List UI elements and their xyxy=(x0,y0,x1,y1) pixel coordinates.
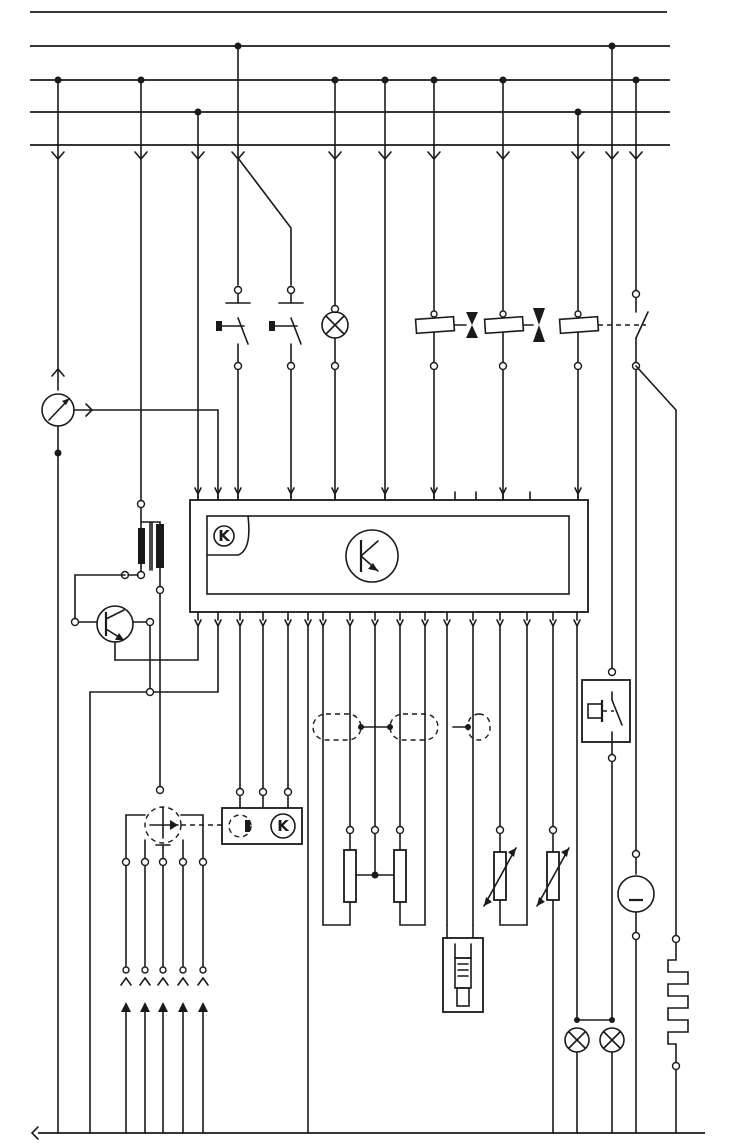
gauge-meter xyxy=(41,367,219,1134)
heater-element xyxy=(667,934,689,1134)
distributor-assembly xyxy=(125,785,222,859)
solenoid-valve-2 xyxy=(483,308,545,501)
ecu-output-wires xyxy=(307,625,578,1134)
relay-coil xyxy=(558,310,646,501)
ecu-k-label: K xyxy=(218,527,231,545)
supply-bus-rails xyxy=(30,11,670,146)
fixed-resistors xyxy=(322,825,426,926)
variable-resistors xyxy=(483,825,570,1134)
bus-risers xyxy=(57,45,637,671)
speed-sensor-unit: K xyxy=(221,625,303,845)
solenoid-valve-1 xyxy=(414,310,478,501)
fuel-pump-motor xyxy=(617,849,655,1134)
relay-contact xyxy=(631,289,677,936)
transistor-switch xyxy=(70,605,219,1134)
sensor-k-label: K xyxy=(277,817,290,835)
shielded-cable-markers xyxy=(312,713,491,741)
ground-rail xyxy=(30,1126,705,1140)
push-switch-1 xyxy=(216,285,251,501)
lamp-indicator xyxy=(321,304,349,501)
push-switch-2 xyxy=(269,285,304,501)
pressure-switch xyxy=(581,667,631,1021)
connector-chevrons xyxy=(51,151,643,161)
control-unit: K xyxy=(189,487,589,628)
spark-plug-leads xyxy=(120,857,209,1134)
ecu-bottom-pins xyxy=(194,611,581,628)
ignition-coil xyxy=(74,499,165,791)
warning-lamps xyxy=(564,1017,625,1134)
probe-sensor xyxy=(442,924,484,1013)
